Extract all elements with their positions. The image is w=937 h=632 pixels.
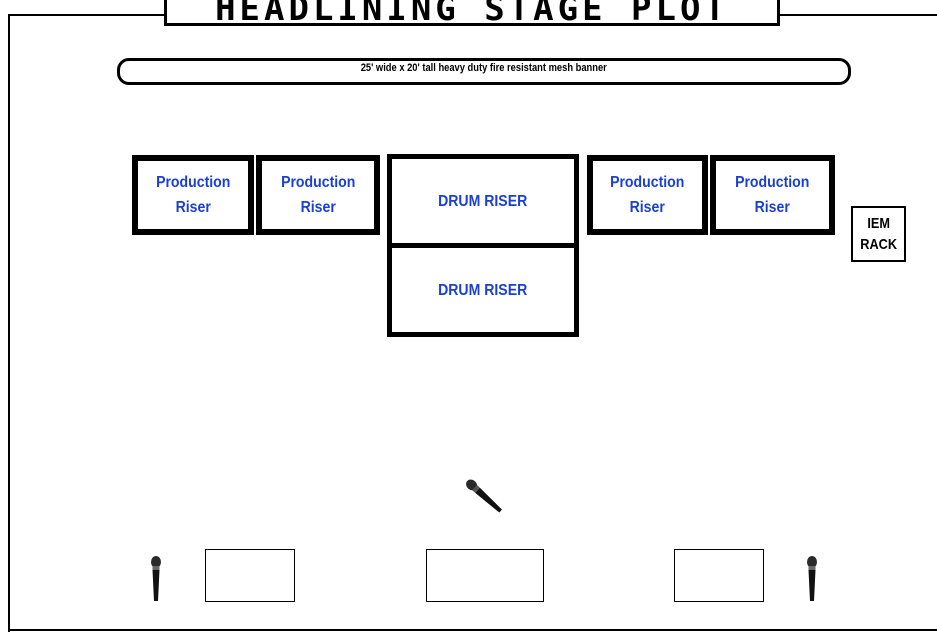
monitor-wedge-left — [205, 549, 295, 602]
microphone-icon — [151, 556, 161, 601]
riser-label: Production Riser — [735, 174, 810, 216]
microphone-icon — [807, 556, 817, 601]
riser-label: Production Riser — [155, 174, 231, 216]
riser-label: Production Riser — [610, 174, 685, 216]
riser-label: Production Riser — [280, 174, 356, 216]
stage-border-left — [8, 14, 10, 632]
microphone-icon — [466, 479, 502, 513]
production-riser-4: Production Riser — [710, 155, 835, 235]
banner: 25' wide x 20' tall heavy duty fire resi… — [117, 58, 851, 85]
page-title: HEADLINING STAGE PLOT — [215, 0, 729, 26]
title-box: HEADLINING STAGE PLOT — [164, 0, 780, 26]
riser-label: DRUM RISER — [438, 281, 528, 299]
stage-border-top-left — [8, 14, 166, 16]
drum-riser-top: DRUM RISER — [387, 154, 579, 248]
production-riser-1: Production Riser — [132, 155, 254, 235]
stage-border-bottom — [8, 629, 937, 631]
drum-riser-bottom: DRUM RISER — [387, 243, 579, 337]
monitor-wedge-center — [426, 549, 544, 602]
production-riser-2: Production Riser — [256, 155, 380, 235]
production-riser-3: Production Riser — [587, 155, 708, 235]
iem-rack-label: IEM RACK — [860, 215, 897, 253]
riser-label: DRUM RISER — [438, 192, 528, 210]
stage-border-top-right — [780, 14, 937, 16]
iem-rack: IEM RACK — [851, 206, 906, 262]
banner-label: 25' wide x 20' tall heavy duty fire resi… — [360, 61, 608, 74]
monitor-wedge-right — [674, 549, 764, 602]
